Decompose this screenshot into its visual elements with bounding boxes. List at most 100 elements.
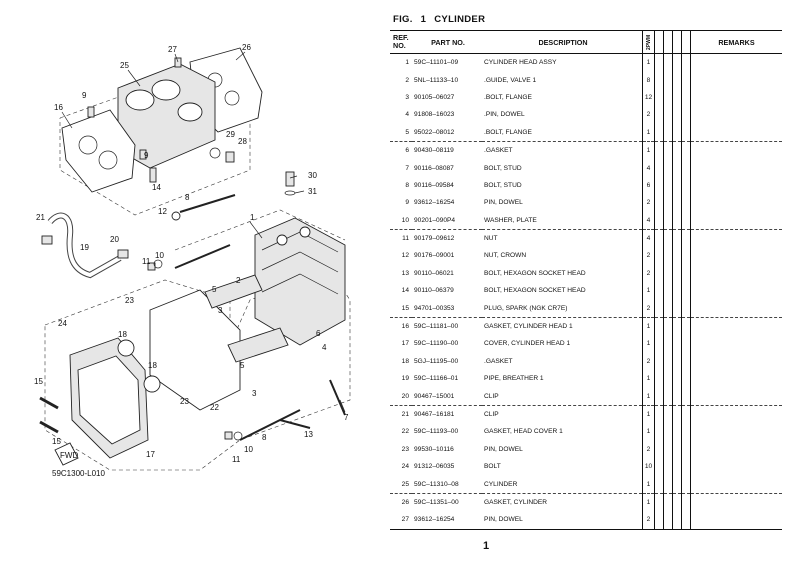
qty-cell: 2: [642, 440, 655, 458]
header-model-qty: 2PWM: [642, 30, 655, 54]
callout: 28: [238, 137, 247, 146]
part-no-cell: 59C–11193–00: [414, 428, 459, 436]
qty-cell: 1: [642, 316, 655, 336]
qty-cell: 2: [642, 247, 655, 265]
blank-cell: [663, 247, 673, 265]
blank-cell: [654, 211, 664, 230]
qty-cell: 1: [642, 140, 655, 160]
blank-cell: [654, 404, 664, 424]
blank-cell: [663, 282, 673, 300]
ref-cell: 9: [405, 199, 409, 207]
part-no-cell: 90116–08087: [414, 164, 454, 172]
callout: 13: [304, 430, 313, 439]
remarks-cell: [691, 106, 783, 123]
ref-cell: 24: [401, 463, 409, 471]
blank-cell: [681, 228, 691, 248]
blank-cell: [672, 282, 682, 300]
ref-cell: 14: [401, 287, 409, 295]
remarks-cell: [691, 159, 783, 176]
part-no-cell: 90176–09001: [414, 252, 455, 260]
part-no-cell: 94701–00353: [414, 304, 455, 312]
figure-name: CYLINDER: [434, 14, 486, 25]
blank-cell: [681, 159, 691, 177]
qty-cell: 2: [642, 106, 655, 124]
callout: 1: [250, 213, 255, 222]
qty-cell: 1: [642, 404, 655, 424]
blank-cell: [654, 282, 664, 300]
blank-cell: [663, 140, 673, 160]
blank-cell: [663, 159, 673, 177]
header-ref: REF. NO.: [390, 30, 412, 54]
blank-cell: [681, 423, 691, 441]
blank-cell: [672, 176, 682, 195]
callout: 9: [82, 91, 87, 100]
remarks-cell: [690, 511, 782, 530]
ref-cell: 25: [401, 480, 409, 488]
blank-cell: [663, 123, 673, 142]
blank-cell: [663, 423, 673, 441]
ref-cell: 8: [405, 181, 409, 189]
blank-cell: [663, 511, 673, 530]
part-no-cell: 90467–15001: [414, 392, 455, 400]
blank-cell: [654, 316, 664, 336]
blank-cell: [663, 492, 673, 512]
page-number: 1: [483, 540, 490, 552]
remarks-cell: [691, 194, 783, 211]
parts-list: REF. NO. PART NO. DESCRIPTION 2PWM REMAR…: [390, 30, 782, 530]
blank-cell: [681, 475, 691, 494]
blank-cell: [672, 194, 682, 212]
ref-cell: 12: [401, 252, 409, 260]
description-cell: COVER, CYLINDER HEAD 1: [484, 340, 571, 348]
description-cell: CLIP: [482, 404, 643, 424]
figure-number: 1: [420, 14, 427, 25]
qty-cell: 1: [642, 423, 655, 441]
part-no-cell: 90201–090P4: [414, 216, 456, 224]
blank-cell: [663, 352, 673, 371]
blank-cell: [654, 423, 664, 441]
qty-cell: 1: [642, 123, 655, 142]
ref-cell: 19: [401, 375, 409, 383]
blank-cell: [654, 176, 664, 195]
blank-cell: [654, 299, 664, 318]
ref-cell: 20: [401, 392, 409, 400]
blank-cell: [681, 457, 691, 476]
blank-cell: [663, 71, 673, 89]
qty-cell: 4: [642, 211, 655, 230]
callout: 16: [54, 103, 63, 112]
description-cell: PIN, DOWEL: [484, 445, 523, 453]
blank-cell: [681, 264, 691, 283]
qty-cell: 1: [642, 53, 655, 72]
callout: 11: [232, 455, 241, 464]
part-no-cell: 90110–06021: [414, 269, 454, 277]
blank-cell: [672, 387, 682, 406]
ref-cell: 3: [405, 93, 409, 101]
remarks-cell: [691, 71, 783, 88]
blank-cell: [672, 228, 682, 248]
blank-cell: [681, 140, 691, 160]
blank-cell: [672, 88, 682, 107]
remarks-cell: [691, 124, 783, 142]
figure-prefix: FIG.: [393, 14, 413, 25]
callout: 4: [322, 343, 327, 352]
ref-cell: 2: [405, 76, 409, 84]
blank-cell: [681, 53, 691, 72]
description-cell: .PIN, DOWEL: [484, 111, 525, 119]
part-no-cell: 93612–16254: [414, 199, 455, 207]
part-no-cell: 90116–09584: [414, 181, 454, 189]
qty-cell: 1: [642, 475, 655, 494]
callout: 18: [148, 361, 157, 370]
qty-cell: 1: [642, 387, 655, 406]
blank-cell: [663, 176, 673, 195]
callout: 29: [226, 130, 235, 139]
